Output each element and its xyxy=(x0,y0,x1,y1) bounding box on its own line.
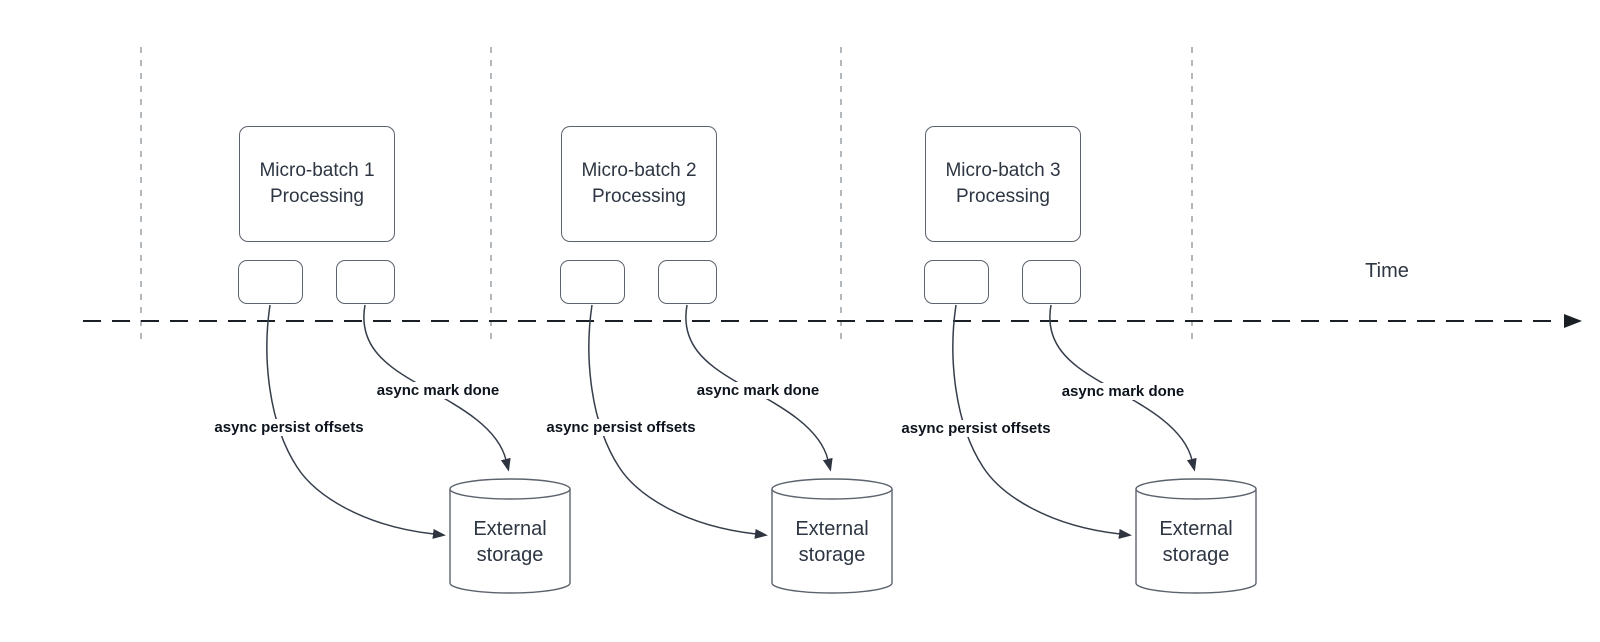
external-storage-cylinder-top-3 xyxy=(1135,478,1257,500)
external-storage-cylinder-body-2 xyxy=(771,489,893,594)
mark-done-label-2: async mark done xyxy=(693,382,823,399)
batch-2-drawing xyxy=(588,304,893,594)
persist-offsets-arrow-3 xyxy=(952,304,1132,539)
lane-dividers xyxy=(140,47,1193,339)
persist-offsets-label-1: async persist offsets xyxy=(211,419,367,436)
persist-offsets-label-3: async persist offsets xyxy=(898,420,1054,437)
time-label: Time xyxy=(1365,260,1409,282)
persist-offsets-arrow-2 xyxy=(588,304,768,539)
batch-1-drawing xyxy=(266,304,571,594)
mark-done-arrow-3 xyxy=(1049,304,1197,472)
timeline-arrowhead-icon xyxy=(1564,314,1582,328)
persist-offsets-label-2: async persist offsets xyxy=(543,419,699,436)
external-storage-cylinder-body-3 xyxy=(1135,489,1257,594)
external-storage-cylinder-body-1 xyxy=(449,489,571,594)
mark-done-label-3: async mark done xyxy=(1058,383,1188,400)
batch-3-drawing xyxy=(952,304,1257,594)
external-storage-cylinder-top-1 xyxy=(449,478,571,500)
external-storage-cylinder-top-2 xyxy=(771,478,893,500)
mark-done-arrow-1 xyxy=(363,304,511,472)
mark-done-arrow-2 xyxy=(685,304,833,472)
mark-done-label-1: async mark done xyxy=(373,382,503,399)
persist-offsets-arrow-1 xyxy=(266,304,446,539)
